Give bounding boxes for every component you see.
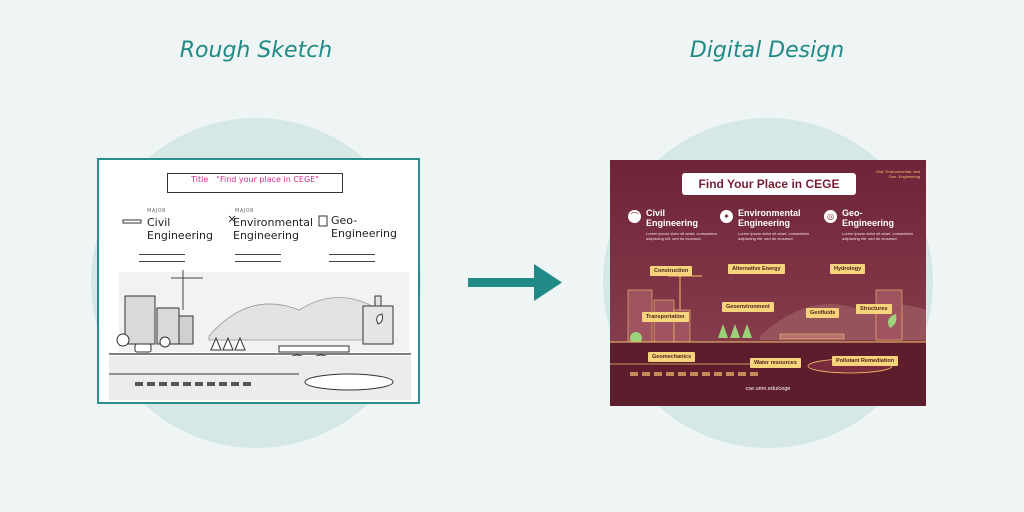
sketch-title-box: Title "Find your place in CEGE" xyxy=(167,173,343,193)
digital-environmental-label: Environmental Engineering xyxy=(738,208,801,228)
sketch-title-text: "Find your place in CEGE" xyxy=(216,175,319,184)
digital-civil-desc: Lorem ipsum dolor sit amet, consectetur … xyxy=(646,231,718,241)
tag-hydrology: Hydrology xyxy=(830,264,866,274)
digital-geo-desc: Lorem ipsum dolor sit amet, consectetur … xyxy=(842,231,914,241)
digital-design-heading: Digital Design xyxy=(689,38,845,63)
tag-transportation: Transportation xyxy=(642,312,689,322)
digital-geo-label: Geo-Engineering xyxy=(842,208,895,228)
bridge-icon: ⌒ xyxy=(628,210,641,223)
tag-geoenvironment: Geoenvironment xyxy=(722,302,774,312)
leaf-icon: ✦ xyxy=(720,210,733,223)
sketch-title-word: Title xyxy=(191,175,209,184)
tag-water-resources: Water resources xyxy=(750,358,801,368)
sketch-underline xyxy=(139,254,185,262)
rough-sketch-heading: Rough Sketch xyxy=(179,38,333,63)
rough-sketch-card: Title "Find your place in CEGE" MAJOR Civ… xyxy=(97,158,420,404)
tag-geomechanics: Geomechanics xyxy=(648,352,696,362)
tag-structures: Structures xyxy=(856,304,892,314)
digital-landscape-drawing xyxy=(610,160,926,406)
digital-url: cse.umn.edu/cege xyxy=(745,386,791,392)
globe-icon: ◎ xyxy=(824,210,837,223)
tag-pollutant-remediation: Pollutant Remediation xyxy=(832,356,899,366)
sketch-underline xyxy=(235,254,281,262)
digital-environmental-desc: Lorem ipsum dolor sit amet, consectetur … xyxy=(738,231,810,241)
sketch-underline xyxy=(329,254,375,262)
sketch-environmental-label: Environmental Engineering xyxy=(233,216,314,242)
digital-title: Find Your Place in CEGE xyxy=(682,173,856,195)
tag-construction: Construction xyxy=(650,266,693,276)
sketch-geo-label: Geo-Engineering xyxy=(331,214,397,240)
tag-geofluids: Geofluids xyxy=(806,308,840,318)
digital-corner-text: Civil, Environmental, and Geo- Engineeri… xyxy=(875,169,920,179)
sketch-landscape-drawing xyxy=(109,215,411,400)
sketch-civil-label: Civil Engineering xyxy=(147,216,213,242)
tag-alternative-energy: Alternative Energy xyxy=(728,264,785,274)
arrow-right-icon xyxy=(468,264,562,301)
sketch-major-kicker: MAJOR xyxy=(147,208,167,214)
digital-design-card: Find Your Place in CEGE Civil, Environme… xyxy=(610,160,926,406)
sketch-major-kicker: MAJOR xyxy=(235,208,255,214)
digital-civil-label: Civil Engineering xyxy=(646,208,699,228)
